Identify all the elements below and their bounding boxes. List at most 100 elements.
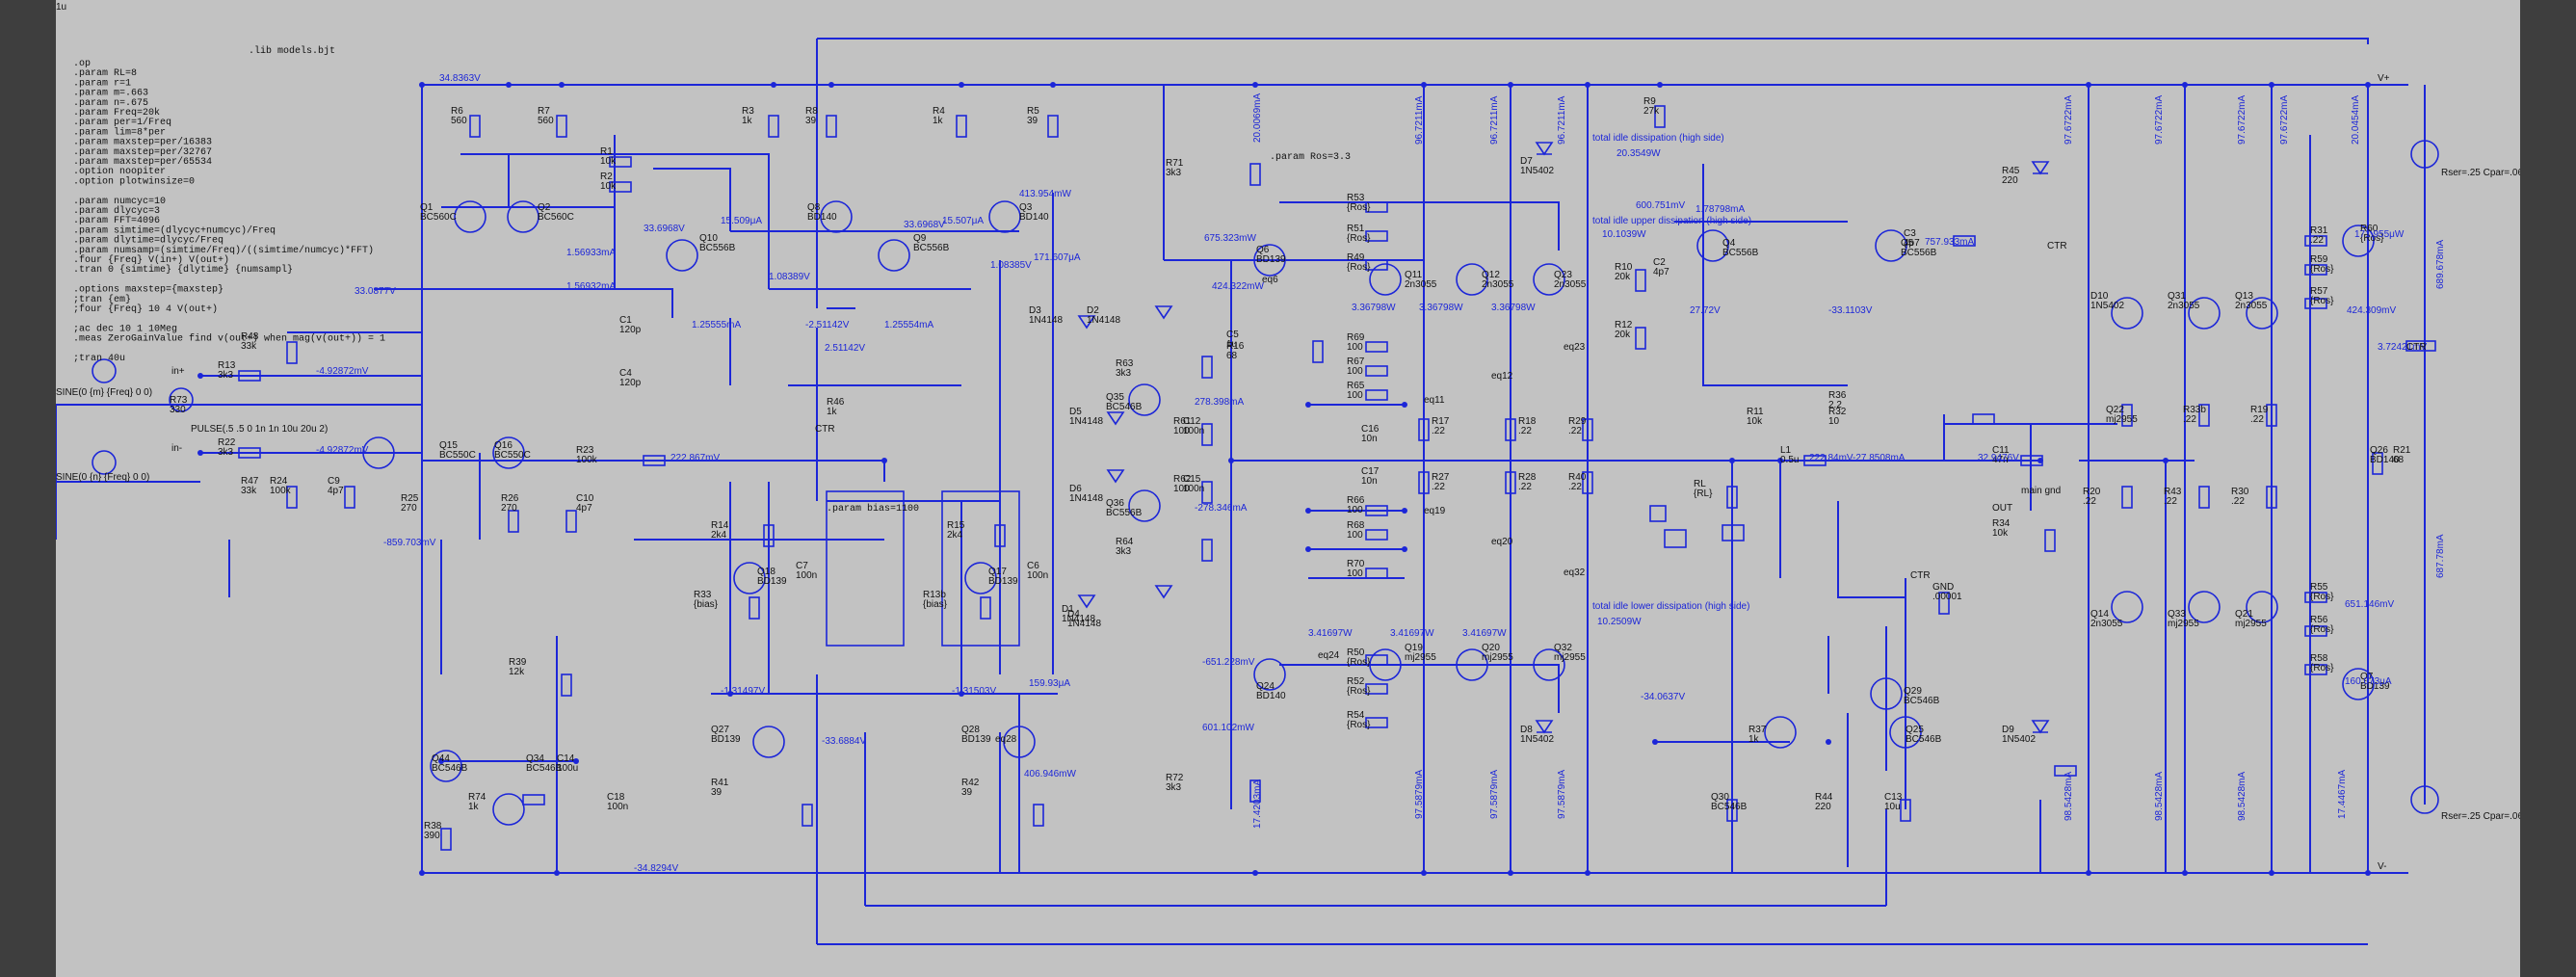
ctr-net-label-low[interactable]: CTR	[1910, 570, 1931, 581]
component-value: 33k	[241, 486, 257, 496]
component-ref: RL	[1694, 479, 1706, 489]
probe-value: 651.146mV	[2345, 599, 2394, 610]
component-ref: Q1	[420, 202, 434, 213]
component-value: 100	[1347, 530, 1363, 541]
component-ref: R54	[1347, 710, 1365, 721]
component-value: 3k3	[1116, 368, 1132, 379]
component-value: 10	[1828, 416, 1840, 427]
probe-value: 27.72V	[1690, 305, 1721, 316]
probe-value: 97.5879mA	[1489, 770, 1500, 819]
schematic-sheet[interactable]: .op.param RL=8.param r=1.param m=.663.pa…	[56, 0, 2520, 977]
component-ref: R53	[1347, 193, 1365, 203]
out-net-label[interactable]: OUT	[1992, 503, 2012, 514]
eq6-net-label: eq6	[1262, 275, 1278, 285]
probe-value: -859.703mV	[383, 538, 436, 548]
directive-line: .options maxstep={maxstep}	[73, 284, 223, 296]
component-ref: R65	[1347, 381, 1365, 391]
probe-value: 1.08389V	[769, 272, 810, 282]
ctr-net-label[interactable]: CTR	[2047, 241, 2067, 251]
component-ref: Q24	[1256, 681, 1275, 692]
component-value: BD140	[1019, 212, 1049, 223]
component-ref: R27	[1432, 472, 1450, 483]
vminus-net-label[interactable]: V-	[2378, 861, 2386, 872]
probe-value: -33.1103V	[1828, 305, 1873, 316]
component-value: {RL}	[1694, 488, 1713, 499]
component-value: 390	[424, 831, 440, 841]
vplus-net-label[interactable]: V+	[2378, 73, 2390, 84]
probe-value: 600.751mV	[1636, 200, 1685, 211]
component-ref: R61	[1173, 416, 1192, 427]
component-ref: Q6	[1256, 245, 1270, 255]
component-ref: R21	[2393, 445, 2411, 456]
component-ref: R30	[2231, 487, 2249, 497]
probe-value: 96.7211mA	[1414, 95, 1425, 145]
component-value: .22	[1518, 482, 1532, 492]
component-value: 560	[451, 116, 467, 126]
component-ref: R39	[509, 657, 527, 668]
wires	[56, 38, 2426, 945]
v2-source-label: SINE(0 {n} {Freq} 0 0)	[56, 472, 149, 483]
component-value: BD139	[988, 576, 1018, 587]
component-ref: Q44	[432, 753, 450, 764]
component-ref: R20	[2083, 487, 2101, 497]
component-value: 120p	[619, 325, 642, 335]
component-value: 68	[2393, 455, 2405, 465]
component-value: 220	[2002, 175, 2018, 186]
component-ref: R60	[2360, 224, 2379, 234]
component-value: 3k3	[218, 447, 234, 458]
directive-line: .param r=1	[73, 78, 131, 89]
component-value: {Ros}	[2310, 663, 2334, 673]
component-ref: D5	[1069, 407, 1082, 417]
component-value: 2n3055	[1405, 279, 1437, 290]
component-value: .22	[2250, 414, 2264, 425]
in-plus-net-label[interactable]: in+	[171, 366, 185, 377]
component-value: 270	[501, 503, 517, 514]
high-upper-annotation: total idle upper dissipation (high side)	[1592, 216, 1751, 226]
probe-value: 17.4467mA	[2337, 770, 2348, 819]
eq28-net-label: eq28	[995, 734, 1017, 745]
component-value: mj2955	[2168, 619, 2199, 629]
junction-dots	[197, 82, 2371, 876]
probe-value: 1.56932mA	[566, 281, 616, 292]
component-value: BC550C	[494, 450, 531, 461]
component-value: BC546B	[1711, 802, 1748, 812]
ctr-net-label-right[interactable]: CTR	[2406, 342, 2427, 353]
component-value: BC546B	[1906, 734, 1942, 745]
component-value: .22	[1568, 482, 1582, 492]
directive-line: .param RL=8	[73, 68, 137, 79]
eq32-net-label: eq32	[1564, 568, 1586, 578]
eq12-net-label: eq12	[1491, 371, 1513, 382]
in-minus-net-label[interactable]: in-	[171, 443, 182, 454]
schematic-canvas[interactable]: .op.param RL=8.param r=1.param m=.663.pa…	[56, 0, 2520, 977]
component-ref: R33b	[2183, 405, 2206, 415]
component-ref: D8	[1520, 725, 1533, 735]
ctr-net-label-mid[interactable]: CTR	[815, 424, 835, 435]
directive-line: .option plotwinsize=0	[73, 175, 195, 187]
probe-value: -27.8508mA	[1853, 453, 1906, 463]
component-ref: R26	[501, 493, 519, 504]
probe-value: 601.102mW	[1202, 723, 1254, 733]
component-ref: R58	[2310, 653, 2328, 664]
component-value: 3k3	[1166, 168, 1182, 178]
directive-line: .param lim=8*per	[73, 126, 166, 138]
component-ref: Q34	[526, 753, 544, 764]
directive-line: .param per=1/Freq	[73, 117, 171, 128]
component-value: {Ros}	[2360, 233, 2384, 244]
component-value: BD140	[1256, 691, 1286, 701]
vneg-source-label: Rser=.25 Cpar=.06	[2441, 811, 2520, 822]
probe-value: 98.5428mA	[2063, 772, 2074, 821]
component-value: 2n3055	[1482, 279, 1514, 290]
directive-line: ;ac dec 10 1 10Meg	[73, 323, 177, 334]
component-ref: R1	[600, 146, 613, 157]
component-value: .22	[2083, 496, 2096, 507]
component-ref: R59	[2310, 254, 2328, 265]
component-value: 39	[1027, 116, 1038, 126]
component-ref: R13	[218, 360, 236, 371]
probe-value: 1.78798mA	[1695, 204, 1745, 215]
directive-line: .param n=.675	[73, 98, 148, 109]
probe-value: 33.0877V	[355, 286, 396, 297]
eq19-net-label: eq19	[1424, 506, 1446, 516]
component-value: .22	[2183, 414, 2196, 425]
component-value: {Ros}	[2310, 264, 2334, 275]
component-ref: C18	[607, 792, 625, 803]
